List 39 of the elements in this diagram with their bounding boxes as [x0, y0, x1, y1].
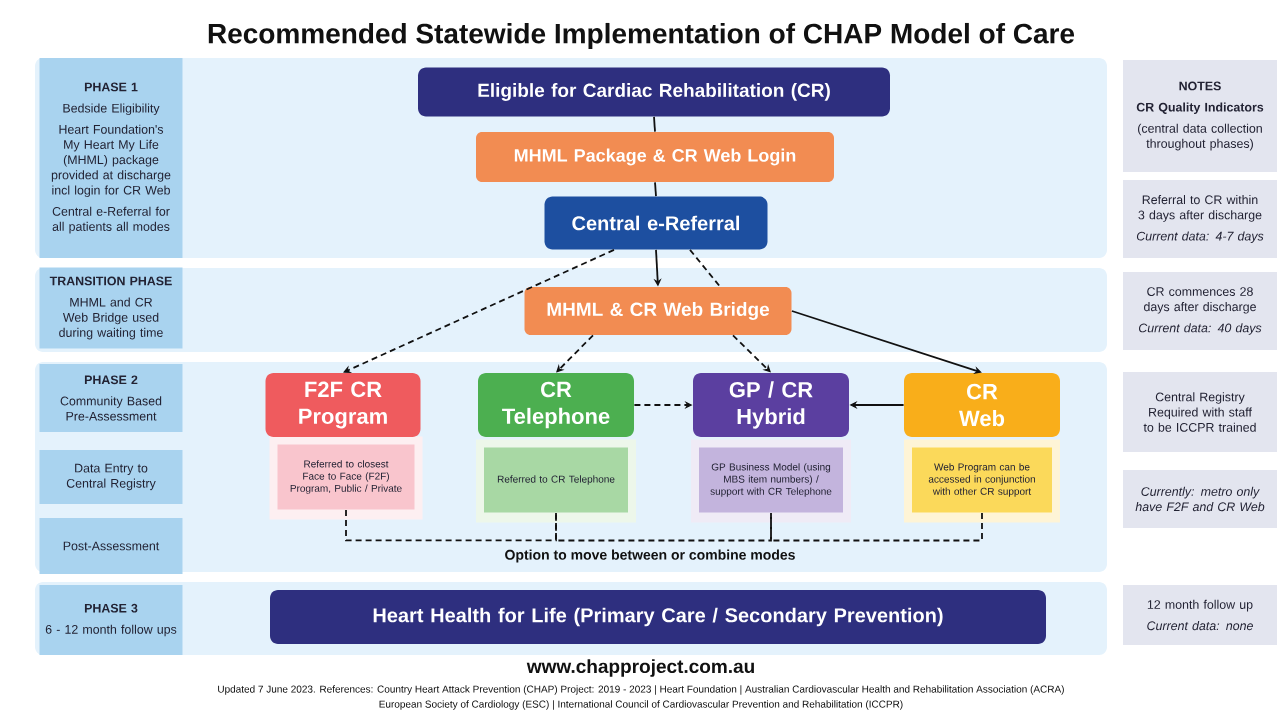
connector: [555, 512, 772, 542]
reference-note: Updated 7 June 2023. References: Country Heart Attack Prevention (CHAP) Project: 2019 - 2023 | Heart Foundation | Australian Cardiovascular Health and Rehabilitation Association (ACRA): [218, 685, 1064, 695]
note-box: 12 month follow up Current data: none: [1123, 585, 1277, 645]
description-box: Referred to closest Face to Face (F2F) Program, Public / Private: [277, 444, 415, 510]
process-box: MHML Package & CR Web Login: [476, 132, 834, 182]
description-box: Referred to CR Telephone: [484, 447, 628, 513]
mode-box: GP / CR Hybrid: [693, 373, 849, 437]
note-box: Central Registry Required with staff to be ICCPR trained: [1123, 372, 1277, 452]
mode-box: CR Telephone: [478, 373, 634, 437]
arrow: [791, 310, 982, 374]
arrow: [732, 334, 771, 373]
process-box: MHML & CR Web Bridge: [524, 287, 792, 335]
title: Recommended Statewide Implementation of CHAP Model of Care: [208, 22, 1075, 50]
mode-box: F2F CR Program: [265, 373, 421, 437]
connector: [653, 116, 656, 133]
edge-label: Option to move between or combine modes: [502, 547, 798, 565]
note-box: Currently: metro only have F2F and CR Web: [1123, 470, 1277, 528]
note-box: NOTES CR Quality Indicators (central data collection throughout phases): [1123, 60, 1277, 172]
connector: [345, 509, 557, 542]
process-box: Eligible for Cardiac Rehabilitation (CR): [418, 67, 890, 117]
connector: [654, 181, 657, 197]
phase-box: PHASE 3 6 - 12 month follow ups: [39, 585, 183, 655]
note-box: Referral to CR within 3 days after discharge Current data: 4-7 days: [1123, 180, 1277, 258]
phase-box: PHASE 2 Community Based Pre-Assessment: [39, 364, 183, 432]
connector: [689, 249, 721, 288]
description-box: Web Program can be accessed in conjunction with other CR support: [912, 447, 1052, 513]
description-box: GP Business Model (using MBS item numbers) / support with CR Telephone: [699, 447, 843, 513]
process-box: Central e-Referral: [544, 196, 768, 250]
note-box: CR commences 28 days after discharge Current data: 40 days: [1123, 272, 1277, 350]
arrow: [343, 249, 615, 373]
phase-box: Data Entry to Central Registry: [39, 450, 183, 504]
reference-note: European Society of Cardiology (ESC) | International Council of Cardiovascular Prevention and Rehabilitation (ICCPR): [379, 700, 903, 710]
phase-box: TRANSITION PHASE MHML and CR Web Bridge used during waiting time: [39, 267, 183, 349]
mode-box: CR Web: [904, 373, 1060, 437]
phase-box: Post-Assessment: [39, 518, 183, 574]
connector: [770, 512, 983, 542]
process-box: Heart Health for Life (Primary Care / Secondary Prevention): [270, 590, 1046, 644]
phase-box: PHASE 1 Bedside Eligibility Heart Foundation's My Heart My Life (MHML) package provided at discharge incl login for CR Web Central e-Referral for all patients all modes: [39, 58, 183, 258]
arrow: [556, 334, 594, 373]
